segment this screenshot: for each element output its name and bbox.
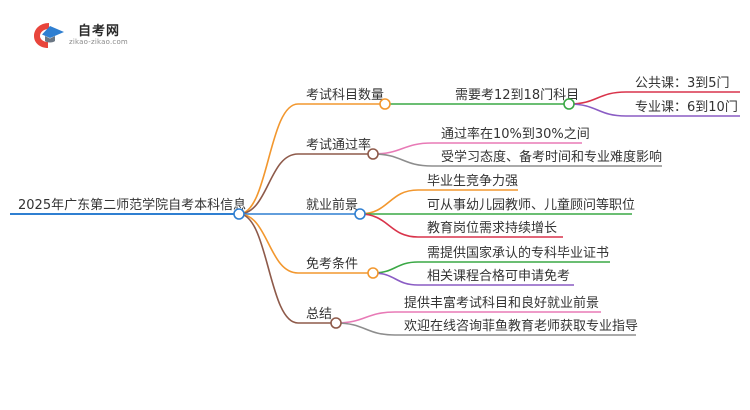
branch-label-employment: 就业前景: [306, 197, 358, 213]
leaf-label-pass-rate: 通过率在10%到30%之间: [441, 126, 590, 142]
root-node[interactable]: [233, 208, 245, 220]
branch-node-0[interactable]: [379, 98, 391, 110]
logo-title: 自考网: [78, 24, 121, 39]
site-logo[interactable]: 自考网 zikao-zikao.com: [32, 18, 142, 52]
edge-branch-3-leaf-0: [372, 261, 419, 274]
leaf-label-careers: 可从事幼儿园教师、儿童顾问等职位: [427, 197, 635, 213]
leaf-label-subject-count: 需要考12到18门科目: [455, 88, 579, 103]
leaf-label-major-courses: 专业课：6到10门: [635, 100, 738, 115]
edge-branch-2-leaf-0: [359, 189, 419, 215]
edge-branch-1-leaf-0: [372, 142, 433, 155]
edge-branch-2-leaf-2: [359, 213, 419, 238]
subject-count-node[interactable]: [563, 98, 575, 110]
edge-root-branch-0: [238, 103, 299, 215]
branch-label-passrate: 考试通过率: [306, 137, 371, 153]
edge-root-branch-4: [238, 213, 299, 324]
edge-root-branch-1: [238, 153, 299, 215]
logo-mark-icon: [34, 23, 64, 48]
leaf-label-diploma: 需提供国家承认的专科毕业证书: [427, 245, 609, 261]
logo-url: zikao-zikao.com: [69, 38, 128, 46]
leaf-label-summary-offer: 提供丰富考试科目和良好就业前景: [404, 295, 599, 311]
branch-label-exemption: 免考条件: [306, 256, 358, 272]
root-label: 2025年广东第二师范学院自考本科信息: [18, 197, 246, 213]
edge-subject-leaf-1: [568, 103, 627, 117]
branch-node-3[interactable]: [367, 267, 379, 279]
leaf-label-demand: 教育岗位需求持续增长: [427, 220, 557, 236]
edge-branch-4-leaf-0: [335, 311, 396, 324]
branch-label-subjects: 考试科目数量: [306, 88, 384, 103]
branch-node-1[interactable]: [367, 148, 379, 160]
leaf-label-summary-consult: 欢迎在线咨询菲鱼教育老师获取专业指导: [404, 318, 638, 334]
branch-node-4[interactable]: [330, 317, 342, 329]
branch-node-2[interactable]: [354, 208, 366, 220]
edge-root-branch-3: [238, 213, 299, 274]
edge-branch-3-leaf-1: [372, 272, 419, 286]
leaf-label-competitive: 毕业生竞争力强: [427, 173, 518, 189]
edge-branch-4-leaf-1: [335, 322, 396, 336]
leaf-label-course-exempt: 相关课程合格可申请免考: [427, 268, 570, 284]
leaf-label-public-courses: 公共课：3到5门: [635, 76, 730, 91]
edge-branch-1-leaf-1: [372, 153, 433, 167]
branch-label-summary: 总结: [306, 307, 332, 322]
leaf-label-pass-factors: 受学习态度、备考时间和专业难度影响: [441, 149, 662, 165]
